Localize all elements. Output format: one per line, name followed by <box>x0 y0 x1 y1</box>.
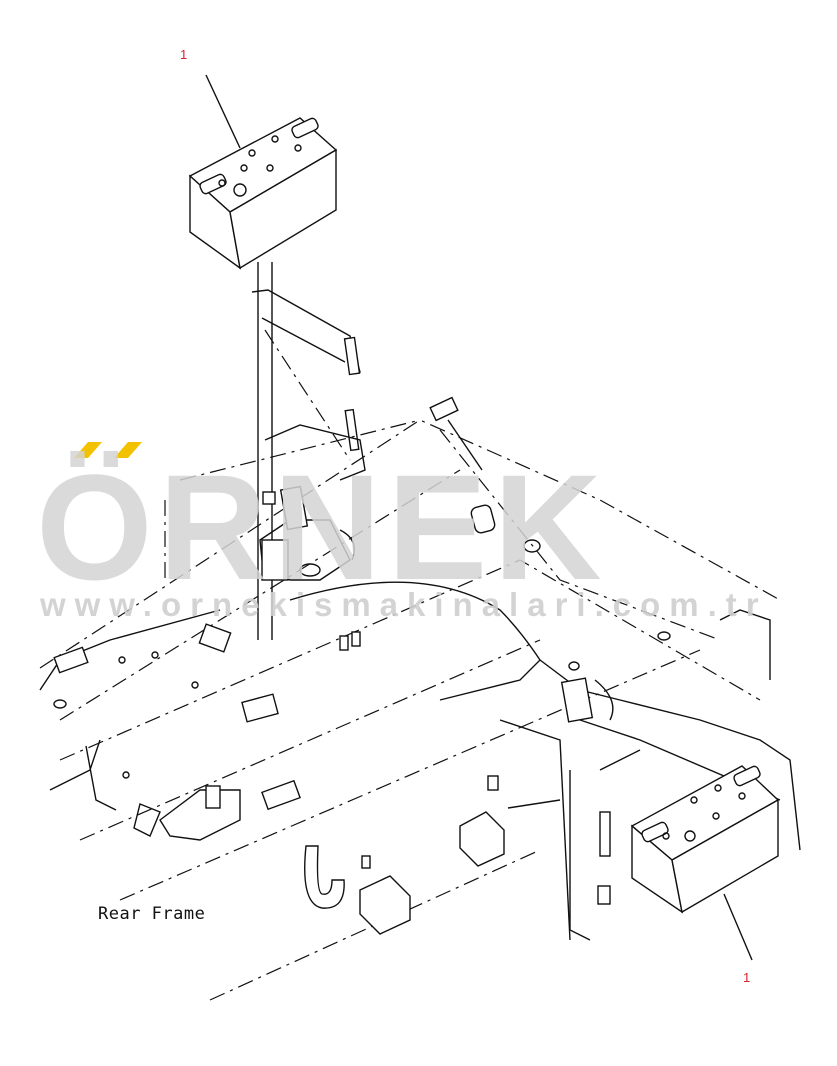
mount-block-lower <box>359 855 411 935</box>
frame-label: Rear Frame <box>98 904 206 924</box>
frame-rails <box>39 419 781 1001</box>
battery-top <box>188 117 338 270</box>
rear-frame-right <box>439 609 801 941</box>
mount-block-right <box>459 775 561 867</box>
callout-number-top: 1 <box>180 47 188 62</box>
leader-line-bottom <box>723 893 753 961</box>
hook-bracket <box>304 845 345 909</box>
watermark-accent <box>74 440 144 464</box>
rear-frame-left <box>39 609 301 841</box>
callout-number-bottom: 1 <box>743 970 751 985</box>
watermark-url: www.ornekismakinalari.com.tr <box>40 586 768 623</box>
battery-bottom <box>630 765 780 914</box>
watermark-word: ÖRNEK <box>36 443 608 611</box>
leader-line-top <box>205 74 241 149</box>
battery-bracket-center <box>259 396 541 661</box>
